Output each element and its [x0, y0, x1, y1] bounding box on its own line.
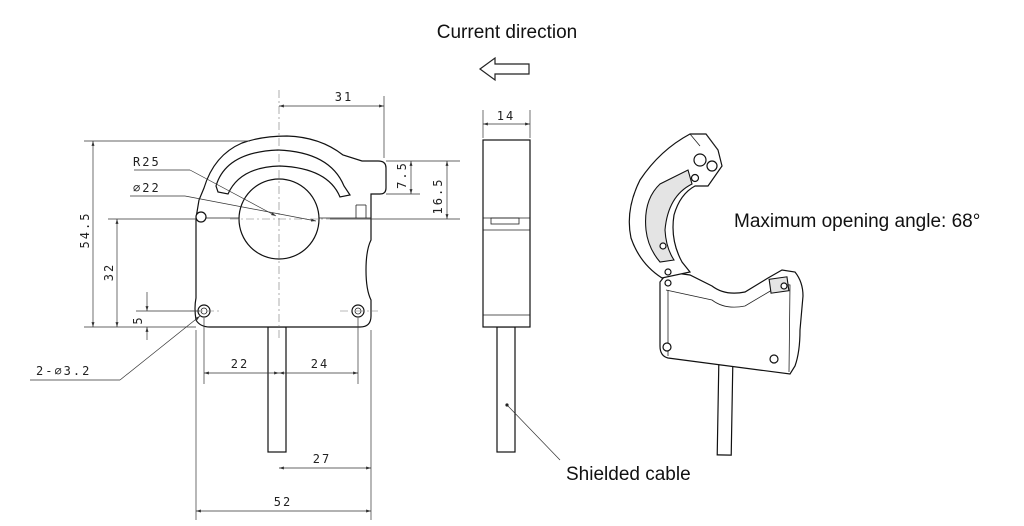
opened-lower-half	[659, 269, 804, 375]
dim-7-5: 7.5	[395, 161, 409, 189]
opening-angle-caption: Maximum opening angle: 68°	[734, 211, 980, 232]
dim-dia22: ⌀22	[133, 181, 161, 195]
side-body	[482, 139, 531, 328]
dim-5: 5	[131, 315, 145, 324]
front-dimensions: 31 54.5 32 5 7.5 16.5 R25 ⌀22 2	[30, 90, 460, 520]
dim-27: 27	[313, 452, 331, 466]
opened-cable	[716, 364, 734, 456]
dim-16-5: 16.5	[431, 178, 445, 215]
dim-54-5: 54.5	[78, 212, 92, 249]
dim-14: 14	[497, 109, 515, 123]
front-hole-top	[195, 211, 207, 223]
dim-52: 52	[274, 495, 292, 509]
dim-22: 22	[231, 357, 249, 371]
shielded-cable-caption: Shielded cable	[566, 464, 691, 485]
front-cable	[267, 326, 287, 453]
current-direction-arrow-icon	[478, 56, 530, 82]
dim-31: 31	[335, 90, 353, 104]
opened-upper-arc-slot	[645, 169, 693, 263]
dim-24: 24	[311, 357, 329, 371]
side-view: 14	[482, 109, 561, 461]
cable-leader-line	[506, 404, 561, 461]
opened-upper-half	[628, 133, 723, 279]
dim-32: 32	[102, 263, 116, 281]
front-view	[190, 90, 387, 453]
dim-holes: 2-⌀3.2	[36, 364, 91, 378]
opened-sensor-view	[628, 133, 804, 456]
dim-r25: R25	[133, 155, 161, 169]
front-arc-slot	[215, 149, 351, 198]
current-direction-caption: Current direction	[437, 22, 577, 43]
side-cable	[496, 326, 516, 453]
